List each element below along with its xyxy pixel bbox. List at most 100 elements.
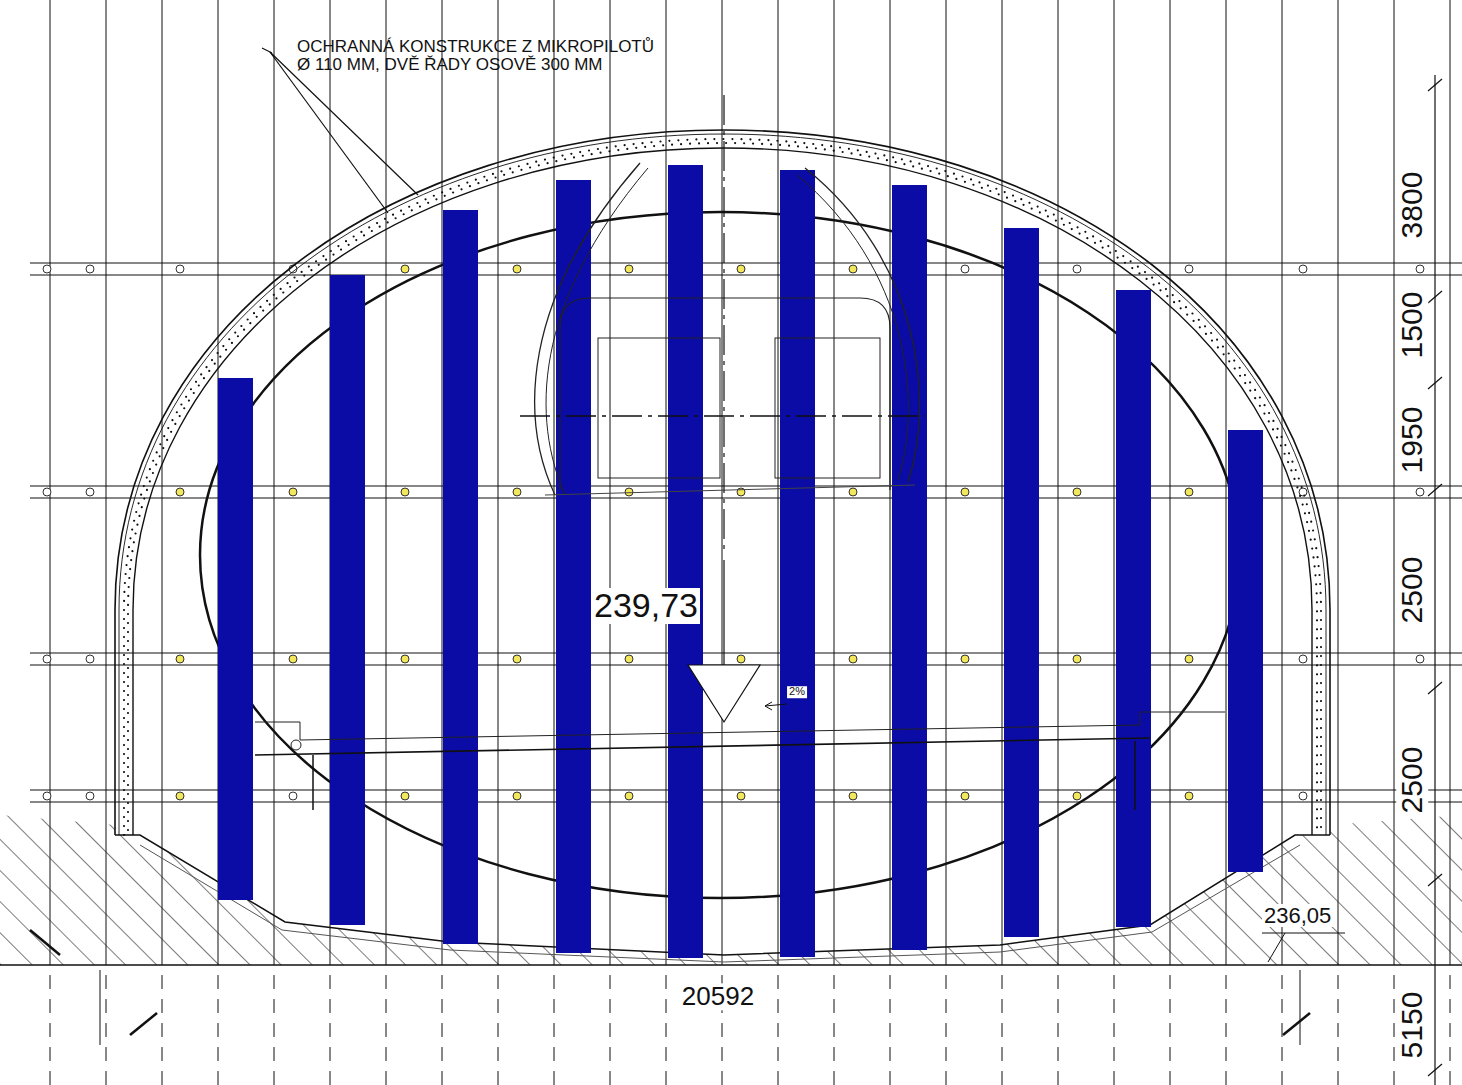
- slope-arrow: [765, 702, 787, 710]
- jet-grouting-column: [218, 378, 253, 900]
- jet-grouting-column: [330, 275, 365, 925]
- anchor-dot: [737, 265, 745, 273]
- anchor-dot: [961, 265, 969, 273]
- grid-line: [554, 0, 555, 965]
- anchor-dot: [401, 655, 409, 663]
- grid-line-dashed: [50, 975, 51, 1085]
- gallery-arc: [546, 168, 648, 495]
- anchor-dot: [1073, 655, 1081, 663]
- anchor-dot: [1073, 792, 1081, 800]
- dimension-text: 1950: [1396, 405, 1428, 476]
- jet-grouting-column: [780, 170, 815, 957]
- grid-line: [274, 0, 275, 965]
- gallery-arc: [535, 163, 640, 495]
- grid-line-dashed: [1058, 975, 1059, 1085]
- road-surface: [255, 712, 1225, 740]
- grid-line-dashed: [834, 975, 835, 1085]
- dimension-tick: [1428, 79, 1442, 91]
- elevation-leader: [723, 560, 724, 665]
- anchor-dot: [43, 488, 51, 496]
- dimension-tick: [1428, 1064, 1442, 1076]
- grid-line-dashed: [554, 975, 555, 1085]
- gallery-outline: [560, 298, 890, 490]
- dimension-text: 1500: [1396, 290, 1428, 361]
- dimension-text: 20592: [680, 983, 756, 1010]
- anchor-dot: [513, 488, 521, 496]
- dimension-tick: [30, 930, 60, 955]
- anchor-dot: [513, 655, 521, 663]
- grid-line: [1058, 0, 1059, 965]
- grid-line-dashed: [1282, 975, 1283, 1085]
- grid-line-dashed: [1450, 975, 1451, 1085]
- leader-line: [262, 48, 272, 53]
- grid-line-dashed: [386, 975, 387, 1085]
- slope-text: 2%: [787, 686, 807, 698]
- grid-line: [610, 0, 611, 965]
- anchor-dot: [737, 792, 745, 800]
- anchor-dot: [86, 792, 94, 800]
- gallery-arc: [805, 168, 920, 482]
- elevation-leader: [1268, 933, 1285, 962]
- grid-line-dashed: [442, 975, 443, 1085]
- jet-grouting-column: [892, 185, 927, 950]
- grid-line: [1226, 0, 1227, 965]
- anchor-dot: [1299, 792, 1307, 800]
- anchor-dot: [1073, 488, 1081, 496]
- note-text: OCHRANNÁ KONSTRUKCE Z MIKROPILOTŮ Ø 110 …: [297, 38, 659, 74]
- grid-line-dashed: [778, 975, 779, 1085]
- dimension-tick: [130, 1013, 157, 1035]
- jet-grouting-column: [1004, 228, 1039, 937]
- anchor-dot: [289, 488, 297, 496]
- grid-line-dashed: [1226, 975, 1227, 1085]
- grid-line-dashed: [330, 975, 331, 1085]
- anchor-dot: [849, 792, 857, 800]
- grid-line: [722, 0, 723, 965]
- anchor-dot: [849, 655, 857, 663]
- gallery-profile: [775, 338, 880, 478]
- road-deck: [255, 738, 1150, 755]
- anchor-dot: [176, 488, 184, 496]
- grid-line: [1282, 0, 1283, 965]
- anchor-dot: [625, 488, 633, 496]
- anchor-dot: [176, 265, 184, 273]
- grid-line: [1170, 0, 1171, 965]
- dimension-tick: [1428, 874, 1442, 886]
- anchor-dot: [43, 265, 51, 273]
- anchor-dot: [176, 655, 184, 663]
- grid-line-dashed: [162, 975, 163, 1085]
- grid-line-dashed: [666, 975, 667, 1085]
- grid-line: [1338, 0, 1339, 965]
- anchor-line: [30, 262, 1462, 263]
- jet-grouting-column: [443, 210, 478, 944]
- elevation-text: 239,73: [592, 588, 700, 624]
- anchor-dot: [849, 265, 857, 273]
- grid-line: [666, 0, 667, 965]
- anchor-dot: [1185, 792, 1193, 800]
- anchor-dot: [289, 792, 297, 800]
- grid-line-dashed: [1338, 975, 1339, 1085]
- anchor-dot: [86, 655, 94, 663]
- dimension-tick: [1428, 377, 1442, 389]
- grid-line-dashed: [218, 975, 219, 1085]
- gallery-floor: [545, 485, 915, 495]
- dimension-tick: [1428, 484, 1442, 496]
- anchor-dot: [961, 488, 969, 496]
- drain-pipe: [291, 740, 301, 750]
- anchor-dot: [1416, 488, 1424, 496]
- ground-line: [0, 964, 1462, 966]
- dimension-line: [1434, 75, 1435, 1085]
- anchor-dot: [1185, 265, 1193, 273]
- dimension-text: 2500: [1396, 555, 1428, 626]
- grid-line-dashed: [1170, 975, 1171, 1085]
- anchor-dot: [401, 792, 409, 800]
- anchor-line: [30, 274, 1462, 275]
- grid-line: [778, 0, 779, 965]
- anchor-dot: [737, 655, 745, 663]
- anchor-dot: [401, 488, 409, 496]
- grid-line-dashed: [1114, 975, 1115, 1085]
- anchor-dot: [1185, 488, 1193, 496]
- dimension-text: 3800: [1396, 170, 1428, 241]
- anchor-dot: [43, 655, 51, 663]
